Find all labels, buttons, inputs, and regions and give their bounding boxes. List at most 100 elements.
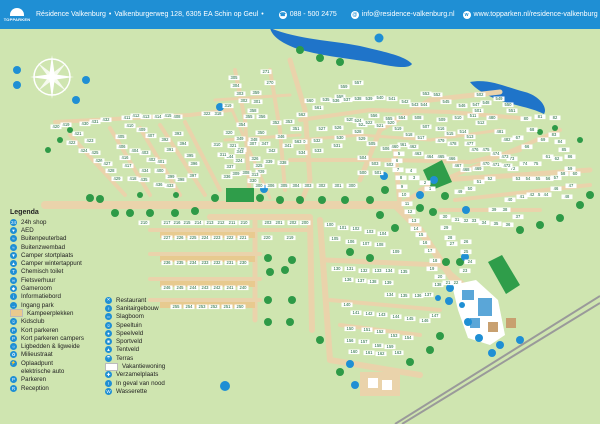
- plot-number[interactable]: 201: [276, 220, 284, 225]
- plot-number[interactable]: 432: [103, 117, 111, 122]
- plot-number[interactable]: 461: [400, 142, 408, 147]
- plot-number[interactable]: 553: [423, 91, 431, 96]
- plot-number[interactable]: 542: [402, 99, 410, 104]
- plot-number[interactable]: 522: [366, 120, 374, 125]
- plot-number[interactable]: 478: [450, 141, 458, 146]
- plot-number[interactable]: 151: [364, 327, 372, 332]
- plot-number[interactable]: 81: [538, 114, 543, 119]
- plot-number[interactable]: 355: [246, 114, 254, 119]
- plot-number[interactable]: 408: [174, 114, 182, 119]
- plot-number[interactable]: 409: [139, 127, 147, 132]
- plot-number[interactable]: 359: [253, 90, 261, 95]
- plot-number[interactable]: 341: [285, 143, 293, 148]
- plot-number[interactable]: 546: [459, 103, 467, 108]
- plot-number[interactable]: 242: [214, 285, 222, 290]
- plot-number[interactable]: 481: [497, 129, 505, 134]
- plot-number[interactable]: 525: [347, 117, 355, 122]
- plot-number[interactable]: 505: [369, 141, 377, 146]
- plot-number[interactable]: 544: [421, 102, 429, 107]
- plot-number[interactable]: 130: [334, 266, 342, 271]
- plot-number[interactable]: 135: [401, 269, 409, 274]
- plot-number[interactable]: 136: [415, 293, 423, 298]
- plot-number[interactable]: 134: [387, 292, 395, 297]
- plot-number[interactable]: 1: [429, 186, 432, 191]
- plot-number[interactable]: 104: [380, 231, 388, 236]
- plot-number[interactable]: 406: [119, 144, 127, 149]
- plot-number[interactable]: 351: [293, 126, 301, 131]
- plot-number[interactable]: 466: [449, 156, 457, 161]
- plot-number[interactable]: 11: [405, 201, 410, 206]
- plot-number[interactable]: 15: [419, 232, 424, 237]
- plot-number[interactable]: 56: [546, 176, 551, 181]
- plot-number[interactable]: 18: [433, 258, 438, 263]
- plot-number[interactable]: 40: [508, 197, 513, 202]
- plot-number[interactable]: 200: [302, 220, 310, 225]
- plot-number[interactable]: 17: [428, 248, 433, 253]
- plot-number[interactable]: 85: [562, 147, 567, 152]
- plot-number[interactable]: 19: [430, 266, 435, 271]
- plot-number[interactable]: 42: [530, 192, 535, 197]
- plot-number[interactable]: 343: [237, 149, 245, 154]
- plot-number[interactable]: 58: [561, 171, 566, 176]
- plot-number[interactable]: 395: [187, 153, 195, 158]
- plot-number[interactable]: 560: [307, 98, 315, 103]
- plot-number[interactable]: 305: [281, 183, 289, 188]
- plot-number[interactable]: 541: [389, 96, 397, 101]
- plot-number[interactable]: 101: [340, 225, 348, 230]
- plot-number[interactable]: 301: [335, 183, 343, 188]
- plot-number[interactable]: 163: [395, 350, 403, 355]
- plot-number[interactable]: 55: [536, 176, 541, 181]
- plot-number[interactable]: 501: [475, 108, 483, 113]
- plot-number[interactable]: 342: [269, 148, 277, 153]
- plot-number[interactable]: 480: [489, 115, 497, 120]
- plot-number[interactable]: 504: [360, 155, 368, 160]
- plot-number[interactable]: 548: [483, 100, 491, 105]
- plot-number[interactable]: 211: [229, 220, 236, 225]
- plot-number[interactable]: 302: [241, 98, 249, 103]
- plot-number[interactable]: 396: [191, 161, 199, 166]
- plot-number[interactable]: 220: [264, 235, 272, 240]
- plot-number[interactable]: 145: [407, 316, 415, 321]
- plot-number[interactable]: 304: [293, 183, 301, 188]
- plot-number[interactable]: 402: [149, 157, 157, 162]
- plot-number[interactable]: 303: [305, 183, 313, 188]
- plot-number[interactable]: 524: [355, 118, 363, 123]
- plot-number[interactable]: 405: [118, 134, 126, 139]
- plot-number[interactable]: 9: [401, 184, 404, 189]
- plot-number[interactable]: 508: [415, 115, 423, 120]
- plot-number[interactable]: 529: [359, 136, 367, 141]
- plot-number[interactable]: 521: [377, 123, 385, 128]
- plot-number[interactable]: 32: [464, 218, 469, 223]
- plot-number[interactable]: 354: [239, 122, 247, 127]
- plot-number[interactable]: 244: [190, 285, 198, 290]
- plot-number[interactable]: 530: [337, 135, 345, 140]
- plot-number[interactable]: 300: [349, 183, 357, 188]
- plot-number[interactable]: 410: [127, 123, 135, 128]
- plot-number[interactable]: 537: [344, 97, 352, 102]
- plot-number[interactable]: 31: [455, 217, 460, 222]
- plot-number[interactable]: 475: [483, 147, 491, 152]
- plot-number[interactable]: 134: [386, 268, 394, 273]
- plot-number[interactable]: 555: [386, 116, 394, 121]
- plot-number[interactable]: 562: [299, 112, 307, 117]
- plot-number[interactable]: 73: [510, 156, 515, 161]
- plot-number[interactable]: 305: [231, 75, 239, 80]
- plot-number[interactable]: 270: [267, 80, 275, 85]
- plot-number[interactable]: 501: [375, 170, 383, 175]
- plot-number[interactable]: 515: [447, 131, 455, 136]
- plot-number[interactable]: 506: [383, 146, 391, 151]
- plot-number[interactable]: 403: [142, 150, 150, 155]
- plot-number[interactable]: 549: [496, 96, 504, 101]
- plot-number[interactable]: 300: [256, 183, 264, 188]
- plot-number[interactable]: 420: [53, 124, 61, 129]
- plot-number[interactable]: 400: [157, 168, 165, 173]
- plot-number[interactable]: 252: [211, 304, 219, 309]
- plot-number[interactable]: 431: [92, 119, 100, 124]
- plot-number[interactable]: 14: [414, 226, 419, 231]
- plot-number[interactable]: 227: [164, 235, 172, 240]
- plot-number[interactable]: 16: [423, 240, 428, 245]
- email-link[interactable]: info@residence-valkenburg.nl: [361, 11, 455, 18]
- plot-number[interactable]: 509: [439, 117, 447, 122]
- plot-number[interactable]: 433: [167, 183, 175, 188]
- plot-number[interactable]: 423: [87, 138, 95, 143]
